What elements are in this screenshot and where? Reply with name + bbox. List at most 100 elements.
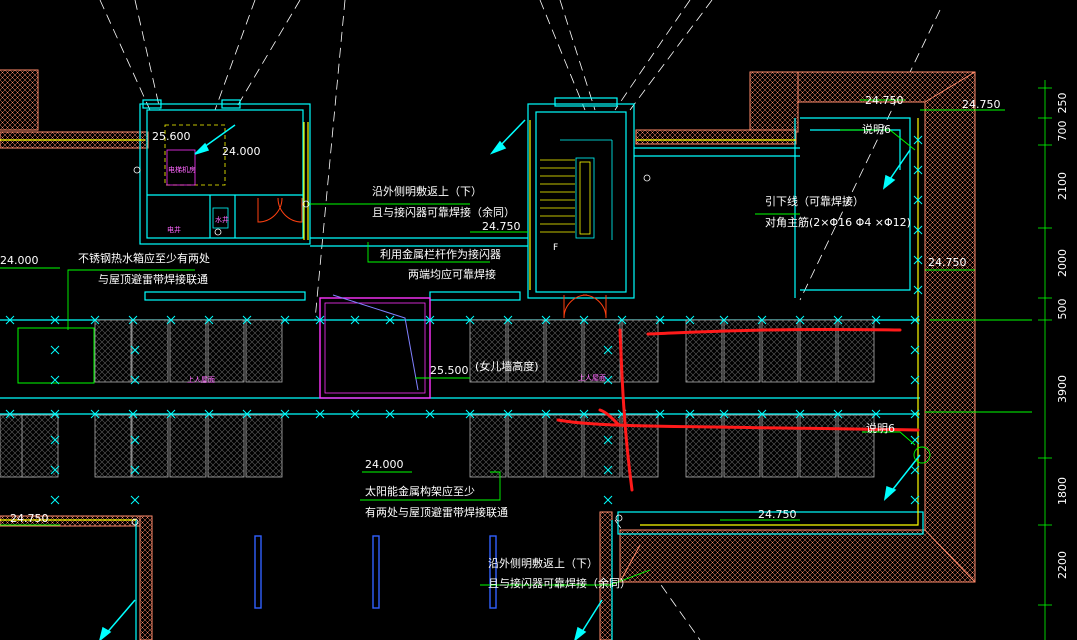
grid-cross xyxy=(871,315,881,325)
grid-cross xyxy=(795,315,805,325)
grid-cross xyxy=(50,375,60,385)
red-markup-lines xyxy=(556,327,920,492)
grid-cross xyxy=(913,135,923,145)
grid-cross xyxy=(833,409,843,419)
lightning-protection-strip xyxy=(0,118,919,526)
dimension-value: 2000 xyxy=(1056,249,1069,277)
note-railing-2: 两端均应可靠焊接 xyxy=(408,267,496,281)
grid-cross xyxy=(5,409,15,419)
solar-panel xyxy=(131,319,169,383)
note-downlead-1: 引下线（可靠焊接） xyxy=(765,194,864,208)
doors xyxy=(257,197,607,319)
stair-detail xyxy=(540,139,613,240)
note-bottom-1: 沿外侧明敷返上（下） xyxy=(488,556,598,570)
dimension-value: 3900 xyxy=(1056,375,1069,403)
solar-panel xyxy=(469,319,507,383)
grid-cross xyxy=(541,315,551,325)
grid-cross xyxy=(655,409,665,419)
solar-panel xyxy=(761,414,799,478)
grid-cross xyxy=(166,409,176,419)
dimension-value: 2100 xyxy=(1056,172,1069,200)
hot-water-tank xyxy=(17,327,95,384)
machine-room-detail xyxy=(164,124,229,229)
grid-cross xyxy=(130,435,140,445)
dimension-value: 250 xyxy=(1056,93,1069,114)
dimension-value: 1800 xyxy=(1056,477,1069,505)
solar-panel xyxy=(545,319,583,383)
label-machine-room: 电梯机房 xyxy=(168,165,196,174)
note-downlead-2: 对角主筋(2×Φ16 Φ4 ×Φ12) xyxy=(765,215,911,229)
grid-cross xyxy=(50,435,60,445)
elevation-24750-right-far: 24.750 xyxy=(962,98,1001,111)
conduit-markers xyxy=(254,535,497,609)
solar-panel xyxy=(837,414,875,478)
grid-cross xyxy=(385,409,395,419)
leader-lines xyxy=(0,99,1032,586)
elevation-labels: 25.600 24.000 24.750 24.750 24.750 24.75… xyxy=(0,94,1001,525)
elevation-24000-bottom: 24.000 xyxy=(365,458,404,471)
solar-panel xyxy=(799,414,837,478)
dashed-reference-lines xyxy=(99,0,941,640)
label-electric-well: 电井 xyxy=(167,225,181,234)
grid-cross xyxy=(315,409,325,419)
grid-cross xyxy=(50,409,60,419)
elevation-24750-right-mid: 24.750 xyxy=(928,256,967,269)
elevation-25500: 25.500 xyxy=(430,364,469,377)
elevation-24750-bottom-right: 24.750 xyxy=(758,508,797,521)
solar-panel xyxy=(94,414,132,478)
grid-cross xyxy=(719,315,729,325)
grid-cross xyxy=(910,315,920,325)
grid-cross xyxy=(603,375,613,385)
grid-cross xyxy=(757,409,767,419)
grid-cross xyxy=(350,409,360,419)
solar-panel xyxy=(621,319,659,383)
grid-cross xyxy=(315,315,325,325)
grid-cross xyxy=(685,315,695,325)
grid-cross xyxy=(910,409,920,419)
solar-panel xyxy=(507,319,545,383)
connection-points xyxy=(131,166,651,526)
grid-cross xyxy=(603,345,613,355)
grid-crosses xyxy=(5,135,923,505)
solar-panel xyxy=(169,319,207,383)
grid-cross xyxy=(913,285,923,295)
grid-cross xyxy=(50,345,60,355)
note-tank-1: 不锈钢热水箱应至少有两处 xyxy=(78,251,210,265)
grid-cross xyxy=(910,465,920,475)
grid-cross xyxy=(242,409,252,419)
note-solar-1: 太阳能金属构架应至少 xyxy=(365,484,475,498)
grid-cross xyxy=(913,195,923,205)
note-along-wall-2: 且与接闪器可靠焊接（余同） xyxy=(372,205,515,219)
grid-cross xyxy=(128,409,138,419)
grid-cross xyxy=(719,409,729,419)
solar-panel xyxy=(94,319,132,383)
grid-cross xyxy=(130,375,140,385)
elevation-24750-stair: 24.750 xyxy=(482,220,521,233)
note-along-wall-1: 沿外侧明敷返上（下） xyxy=(372,184,482,198)
grid-cross xyxy=(913,255,923,265)
dimension-value: 2200 xyxy=(1056,551,1069,579)
elevation-24750-right-top: 24.750 xyxy=(865,94,904,107)
grid-cross xyxy=(425,315,435,325)
grid-cross xyxy=(603,495,613,505)
note-railing-1: 利用金属栏杆作为接闪器 xyxy=(380,247,501,261)
solar-panel xyxy=(207,414,245,478)
grid-cross xyxy=(579,315,589,325)
solar-panel xyxy=(245,319,283,383)
solar-panel xyxy=(685,319,723,383)
solar-panel xyxy=(169,414,207,478)
grid-cross xyxy=(579,409,589,419)
grid-cross xyxy=(685,409,695,419)
elevation-24750-bottom-left: 24.750 xyxy=(10,512,49,525)
roof-shaft xyxy=(319,294,431,399)
grid-cross xyxy=(166,315,176,325)
grid-cross xyxy=(204,315,214,325)
solar-panel xyxy=(207,319,245,383)
direction-arrows xyxy=(99,119,921,640)
elevation-24000-machine-room: 24.000 xyxy=(222,145,261,158)
grid-cross xyxy=(910,495,920,505)
elevation-25600: 25.600 xyxy=(152,130,191,143)
grid-cross xyxy=(130,465,140,475)
